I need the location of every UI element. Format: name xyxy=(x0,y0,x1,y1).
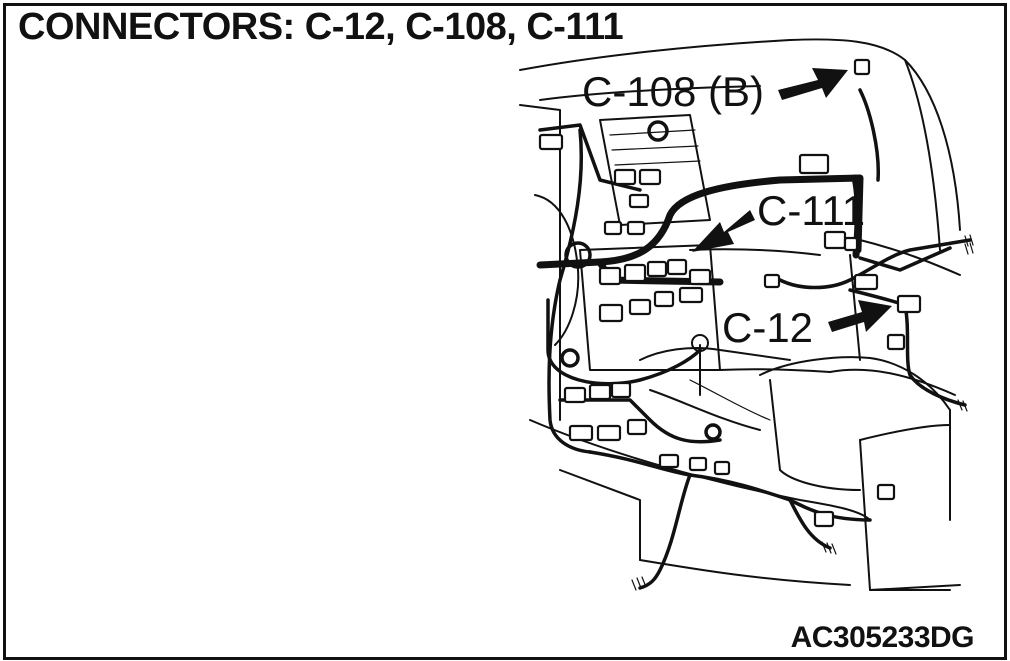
connector xyxy=(626,418,648,436)
connector xyxy=(596,424,622,442)
connector xyxy=(568,424,594,442)
connector xyxy=(658,453,680,469)
arrow-c111 xyxy=(692,210,755,252)
connector xyxy=(563,386,587,404)
callout-arrows xyxy=(692,68,892,332)
connector xyxy=(653,290,675,308)
connector-c12 xyxy=(896,294,922,314)
connector xyxy=(798,153,830,175)
connector xyxy=(588,383,612,401)
connector xyxy=(613,168,637,186)
connector xyxy=(666,258,688,276)
connector-c108 xyxy=(853,58,871,76)
connector xyxy=(688,456,708,472)
connector xyxy=(646,260,668,278)
connector xyxy=(610,381,632,399)
connector xyxy=(628,298,652,316)
wire-ends xyxy=(631,234,974,591)
label-c111: C-111 xyxy=(757,187,865,234)
connector xyxy=(628,193,650,209)
connector xyxy=(603,220,623,236)
diagram-frame xyxy=(3,3,1007,660)
connector xyxy=(843,236,859,252)
dashboard-outline xyxy=(519,38,961,591)
arrow-c108 xyxy=(778,68,848,100)
connector xyxy=(598,303,624,323)
connector xyxy=(638,168,662,186)
connector xyxy=(678,286,704,304)
connector xyxy=(598,266,622,286)
connector xyxy=(688,268,712,286)
connector-c111 xyxy=(823,230,847,250)
connector xyxy=(626,220,646,236)
figure-id: AC305233DG xyxy=(790,621,975,654)
connector xyxy=(713,460,731,476)
connector xyxy=(813,510,835,528)
connector xyxy=(853,273,879,291)
arrow-c12 xyxy=(828,300,892,332)
page-title: CONNECTORS: C-12, C-108, C-111 xyxy=(18,6,624,48)
connector xyxy=(876,483,896,501)
connector xyxy=(763,273,781,289)
connector xyxy=(886,333,906,351)
label-c12: C-12 xyxy=(722,304,813,351)
connector xyxy=(538,133,564,151)
label-c108: C-108 (B) xyxy=(582,68,764,115)
connector-group xyxy=(538,58,922,528)
connector xyxy=(623,263,647,283)
